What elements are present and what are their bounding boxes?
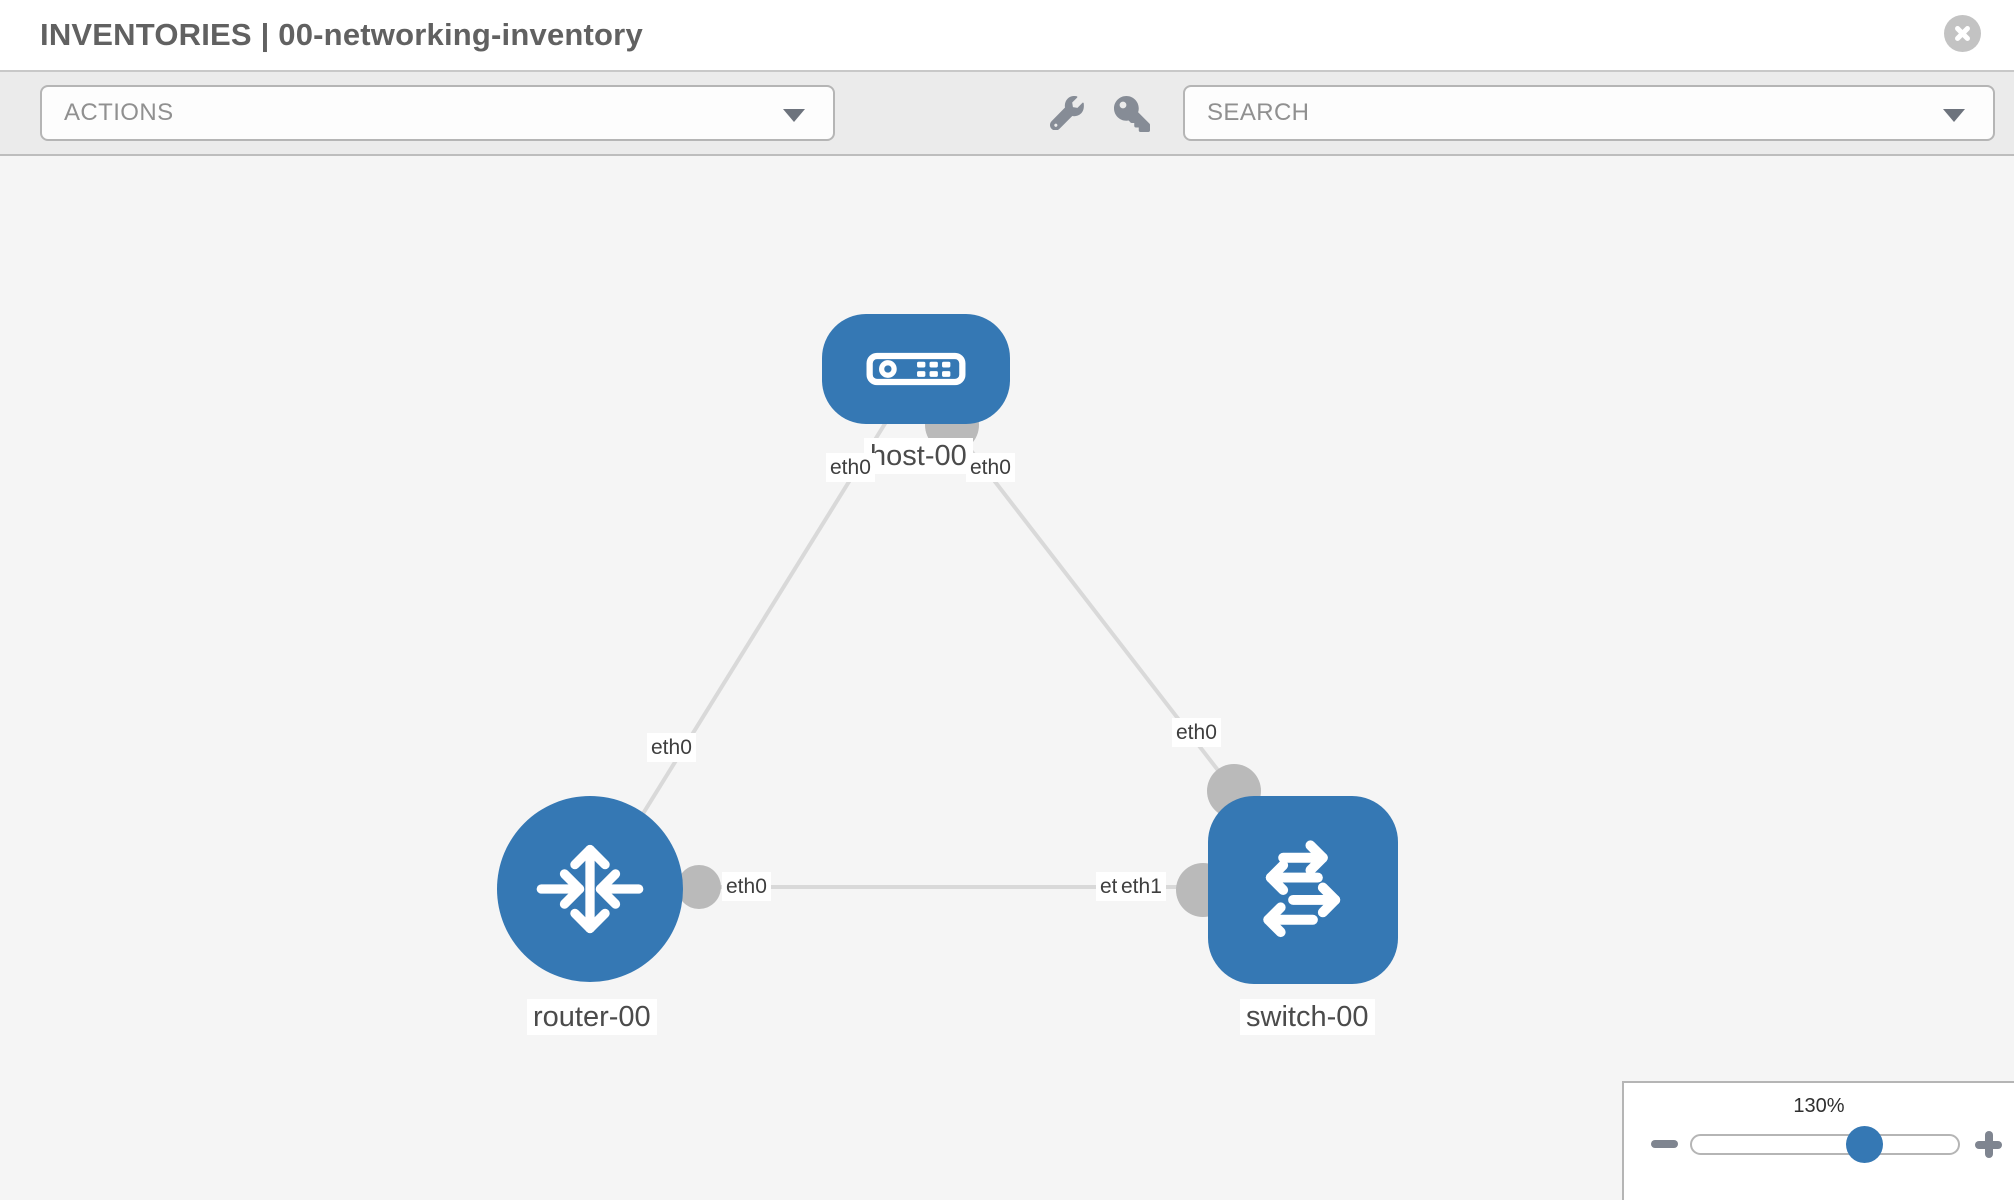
host-device-icon — [866, 352, 966, 386]
interface-label: eth0 — [647, 733, 696, 762]
interface-label: eth0 — [826, 453, 875, 482]
interface-label: eth0 — [966, 453, 1015, 482]
node-label-host: host-00 — [864, 438, 973, 474]
caret-down-icon — [783, 109, 805, 122]
zoom-level-value: 130% — [1793, 1095, 1845, 1117]
router-icon — [536, 844, 644, 934]
toolbar: ACTIONS SEARCH — [0, 72, 2014, 156]
zoom-slider-thumb[interactable] — [1846, 1126, 1883, 1163]
interface-label: eth1 — [1117, 872, 1166, 901]
switch-icon — [1263, 840, 1341, 938]
node-host-00[interactable] — [822, 314, 1010, 424]
caret-down-icon — [1943, 109, 1965, 122]
interface-label: eth0 — [1172, 718, 1221, 747]
node-router-00[interactable] — [497, 796, 683, 982]
topology-canvas[interactable]: host-00 router-00 switch-00 eth0 eth0 et… — [0, 156, 2014, 1200]
header: INVENTORIES | 00-networking-inventory — [0, 0, 2014, 72]
zoom-in-icon-bar — [1985, 1131, 1993, 1158]
close-icon[interactable] — [1944, 15, 1981, 52]
page-title: INVENTORIES | 00-networking-inventory — [40, 17, 643, 52]
key-icon[interactable] — [1114, 96, 1150, 137]
wrench-icon[interactable] — [1049, 95, 1084, 135]
connector-router-eth0[interactable] — [677, 865, 721, 909]
node-label-switch: switch-00 — [1240, 999, 1375, 1035]
actions-dropdown[interactable]: ACTIONS — [40, 85, 835, 141]
interface-label: eth0 — [722, 872, 771, 901]
zoom-slider-track[interactable] — [1690, 1134, 1960, 1155]
search-dropdown[interactable]: SEARCH — [1183, 85, 1995, 141]
search-placeholder: SEARCH — [1207, 99, 1310, 126]
node-label-router: router-00 — [527, 999, 657, 1035]
actions-dropdown-label: ACTIONS — [64, 99, 174, 126]
zoom-control-panel: 130% — [1622, 1081, 2014, 1200]
zoom-out-icon[interactable] — [1651, 1140, 1678, 1148]
node-switch-00[interactable] — [1208, 796, 1398, 984]
zoom-in-icon[interactable] — [1975, 1131, 2002, 1158]
topology-links-layer — [590, 398, 1300, 917]
